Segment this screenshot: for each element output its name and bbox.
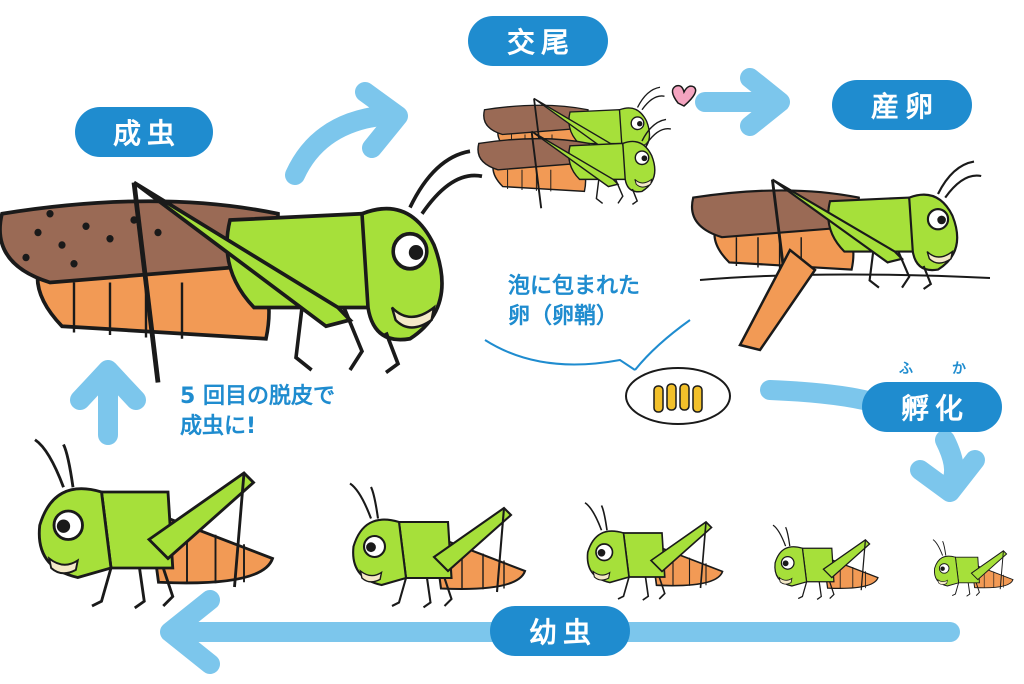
arrow-adult-to-mating	[285, 105, 400, 185]
egg-pod-bubble	[484, 319, 731, 425]
nymph-stage-3	[584, 501, 724, 601]
mating-grasshoppers-illustration	[477, 84, 697, 210]
label-mating: 交尾	[468, 16, 608, 66]
arrow-adult-to-mating-head	[355, 82, 408, 158]
egg-pods	[653, 383, 703, 413]
ground-line	[699, 273, 991, 281]
molt-note: 5 回目の脱皮で 成虫に!	[180, 382, 335, 442]
arrow-mating-to-laying-head	[740, 68, 790, 136]
hatching-ruby-ka: か	[952, 361, 966, 377]
heart-icon	[671, 84, 697, 107]
nymph-stage-1	[932, 539, 1014, 597]
label-adult: 成虫	[75, 107, 213, 157]
label-laying: 産卵	[832, 80, 972, 130]
nymph-stage-5	[33, 438, 274, 610]
wing-spots	[22, 210, 162, 268]
egg-pod-note-line-1: 泡に包まれた	[508, 274, 641, 299]
nymph-stage-4	[348, 482, 527, 609]
nymph-stage-2	[772, 524, 879, 601]
arrow-nymph-row-head	[160, 590, 220, 674]
adult-grasshopper-illustration	[0, 151, 482, 382]
egg-pod-note: 泡に包まれた 卵（卵鞘）	[508, 272, 640, 332]
label-nymph: 幼虫	[490, 606, 630, 656]
molt-note-line-2: 成虫に!	[180, 414, 257, 439]
label-hatching: 孵化	[862, 382, 1002, 432]
molt-note-line-1: 5 回目の脱皮で	[180, 384, 335, 409]
egg-pod-note-line-2: 卵（卵鞘）	[508, 304, 619, 329]
arrow-hatching-to-nymph-head	[910, 450, 985, 502]
arrow-nymph-to-adult-head	[70, 360, 146, 410]
hatching-ruby-fu: ふ	[899, 361, 913, 377]
egg-laying-grasshopper-illustration	[690, 160, 991, 352]
